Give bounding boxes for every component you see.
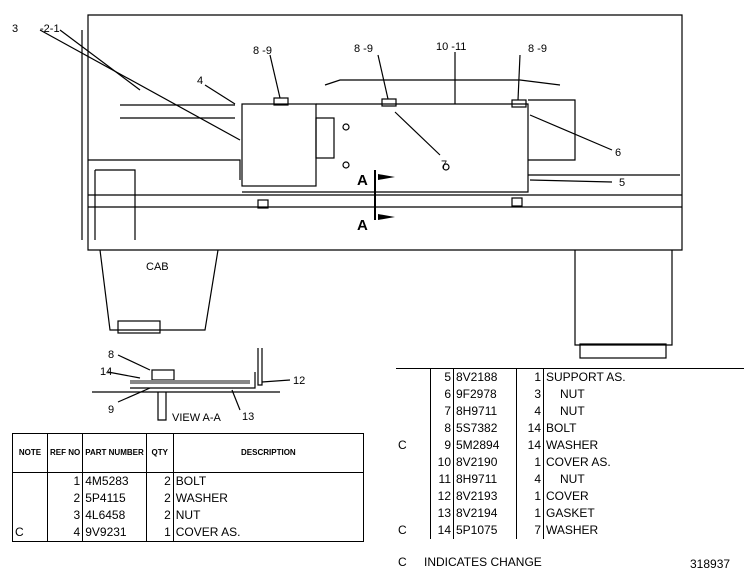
table-row: C 14 5P1075 7 WASHER <box>396 522 744 539</box>
callout-4: 4 <box>197 75 203 87</box>
table-row: 11 8H9711 4 NUT <box>396 471 744 488</box>
section-a-top: A <box>357 172 368 189</box>
legend-text: INDICATES CHANGE <box>424 555 542 569</box>
callout-3: 3 <box>12 23 18 35</box>
header-desc: DESCRIPTION <box>172 433 364 473</box>
table-header: NOTE REF NO PART NUMBER QTY DESCRIPTION <box>12 433 364 473</box>
table-row: 7 8H9711 4 NUT <box>396 403 744 420</box>
table-row: 2 5P4115 2 WASHER <box>13 490 364 507</box>
section-a-bottom: A <box>357 217 368 234</box>
callout-8-9-b: 8 -9 <box>354 43 373 55</box>
table-row: 13 8V2194 1 GASKET <box>396 505 744 522</box>
view-a-a-label: VIEW A-A <box>172 412 222 424</box>
view-callout-14: 14 <box>100 366 112 378</box>
parts-table-1: NOTE REF NO PART NUMBER QTY DESCRIPTION … <box>12 433 364 542</box>
callout-6: 6 <box>615 147 621 159</box>
callout-8-9-c: 8 -9 <box>528 43 547 55</box>
parts-table-2: 5 8V2188 1 SUPPORT AS. 6 9F2978 3 NUT 7 … <box>396 368 744 539</box>
view-callout-8: 8 <box>108 349 114 361</box>
header-qty: QTY <box>145 433 174 473</box>
callout-7: 7 <box>441 159 447 171</box>
header-ref: REF NO <box>46 433 83 473</box>
table-row: 8 5S7382 14 BOLT <box>396 420 744 437</box>
callout-5: 5 <box>619 177 625 189</box>
table-row: 12 8V2193 1 COVER <box>396 488 744 505</box>
cab-label: CAB <box>146 261 169 273</box>
view-callout-9: 9 <box>108 404 114 416</box>
callout-8-9-a: 8 -9 <box>253 45 272 57</box>
table-row: 1 4M5283 2 BOLT <box>13 472 364 490</box>
header-part: PART NUMBER <box>82 433 147 473</box>
table-row: C 4 9V9231 1 COVER AS. <box>13 524 364 542</box>
callout-2-1: -2-1 <box>40 23 60 35</box>
view-callout-13: 13 <box>242 411 254 423</box>
table-row: 5 8V2188 1 SUPPORT AS. <box>396 368 744 386</box>
callout-10-11: 10 -11 <box>436 41 466 53</box>
table-row: 3 4L6458 2 NUT <box>13 507 364 524</box>
legend-mark: C <box>398 555 407 569</box>
header-note: NOTE <box>12 433 48 473</box>
drawing-number: 318937 <box>690 557 731 571</box>
table-row: C 9 5M2894 14 WASHER <box>396 437 744 454</box>
table-row: 6 9F2978 3 NUT <box>396 386 744 403</box>
view-callout-12: 12 <box>293 375 305 387</box>
table-row: 10 8V2190 1 COVER AS. <box>396 454 744 471</box>
